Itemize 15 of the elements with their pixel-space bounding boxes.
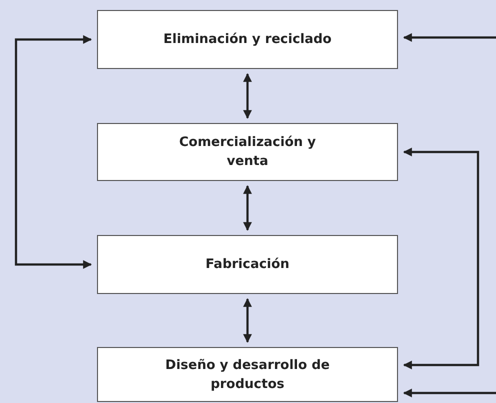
box-label: Comercialización y venta xyxy=(178,134,317,171)
arrow xyxy=(403,148,480,370)
arrow xyxy=(403,388,496,398)
process-box xyxy=(97,123,398,181)
box-label: Eliminación y reciclado xyxy=(163,31,332,49)
process-box xyxy=(97,235,398,294)
arrow xyxy=(243,73,252,119)
process-box xyxy=(97,10,398,69)
arrow xyxy=(403,33,496,42)
arrow xyxy=(14,35,92,269)
arrow xyxy=(243,298,252,343)
box-label: Diseño y desarrollo de productos xyxy=(164,356,331,394)
arrow xyxy=(243,185,252,231)
process-box xyxy=(97,347,398,402)
box-label: Fabricación xyxy=(206,256,290,274)
